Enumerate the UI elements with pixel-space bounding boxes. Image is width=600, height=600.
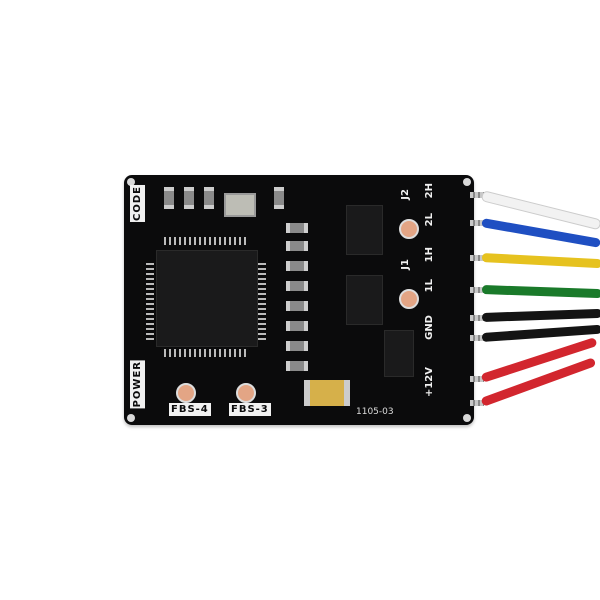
smd-component [286, 321, 308, 331]
smd-component [286, 361, 308, 371]
smd-component [274, 187, 284, 209]
solder-pad [176, 383, 196, 403]
pin-label: 2H [424, 183, 435, 199]
wire-strand [470, 335, 484, 341]
wire-yellow [481, 253, 600, 269]
power-label: POWER [130, 360, 145, 409]
mounting-hole [127, 178, 135, 186]
smd-component [164, 187, 174, 209]
wire-strand [470, 315, 484, 321]
crystal-oscillator [224, 193, 256, 217]
wire-black [481, 308, 600, 322]
part-number: 1105-03 [356, 407, 394, 417]
smd-component [286, 241, 308, 251]
wire-strand [470, 192, 484, 198]
smd-component [204, 187, 214, 209]
tantalum-capacitor [304, 380, 350, 406]
fbs4-label: FBS-4 [169, 403, 211, 416]
code-label: CODE [130, 185, 145, 222]
wire-black [481, 324, 600, 342]
chip-pins [164, 237, 249, 245]
smd-component [286, 261, 308, 271]
smd-component [286, 301, 308, 311]
mounting-hole [463, 178, 471, 186]
wire-strand [470, 220, 484, 226]
circuit-board: CODE POWER FBS-4 FBS-3 J2 J1 2H 2L 1H 1L… [124, 175, 474, 425]
chip-pins [258, 260, 266, 340]
pin-label: 1H [424, 247, 435, 263]
jumper-pad [399, 289, 419, 309]
regulator [384, 330, 414, 377]
wire-green [481, 285, 600, 299]
solder-pad [236, 383, 256, 403]
pin-label: GND [424, 315, 435, 340]
wire-strand [470, 376, 484, 382]
wire-strand [470, 287, 484, 293]
microcontroller-chip [156, 250, 258, 347]
j1-label: J1 [400, 259, 411, 270]
pin-label: 2L [424, 213, 435, 227]
smd-component [184, 187, 194, 209]
smd-component [286, 341, 308, 351]
mounting-hole [463, 414, 471, 422]
pin-label: +12V [424, 367, 435, 398]
smd-component [286, 281, 308, 291]
pin-label: 1L [424, 279, 435, 293]
wire-strand [470, 400, 484, 406]
chip-pins [164, 349, 249, 357]
smd-component [286, 223, 308, 233]
j2-label: J2 [400, 189, 411, 200]
mounting-hole [127, 414, 135, 422]
wire-strand [470, 255, 484, 261]
fbs3-label: FBS-3 [229, 403, 271, 416]
driver-ic [346, 205, 383, 255]
driver-ic [346, 275, 383, 325]
chip-pins [146, 260, 154, 340]
jumper-pad [399, 219, 419, 239]
